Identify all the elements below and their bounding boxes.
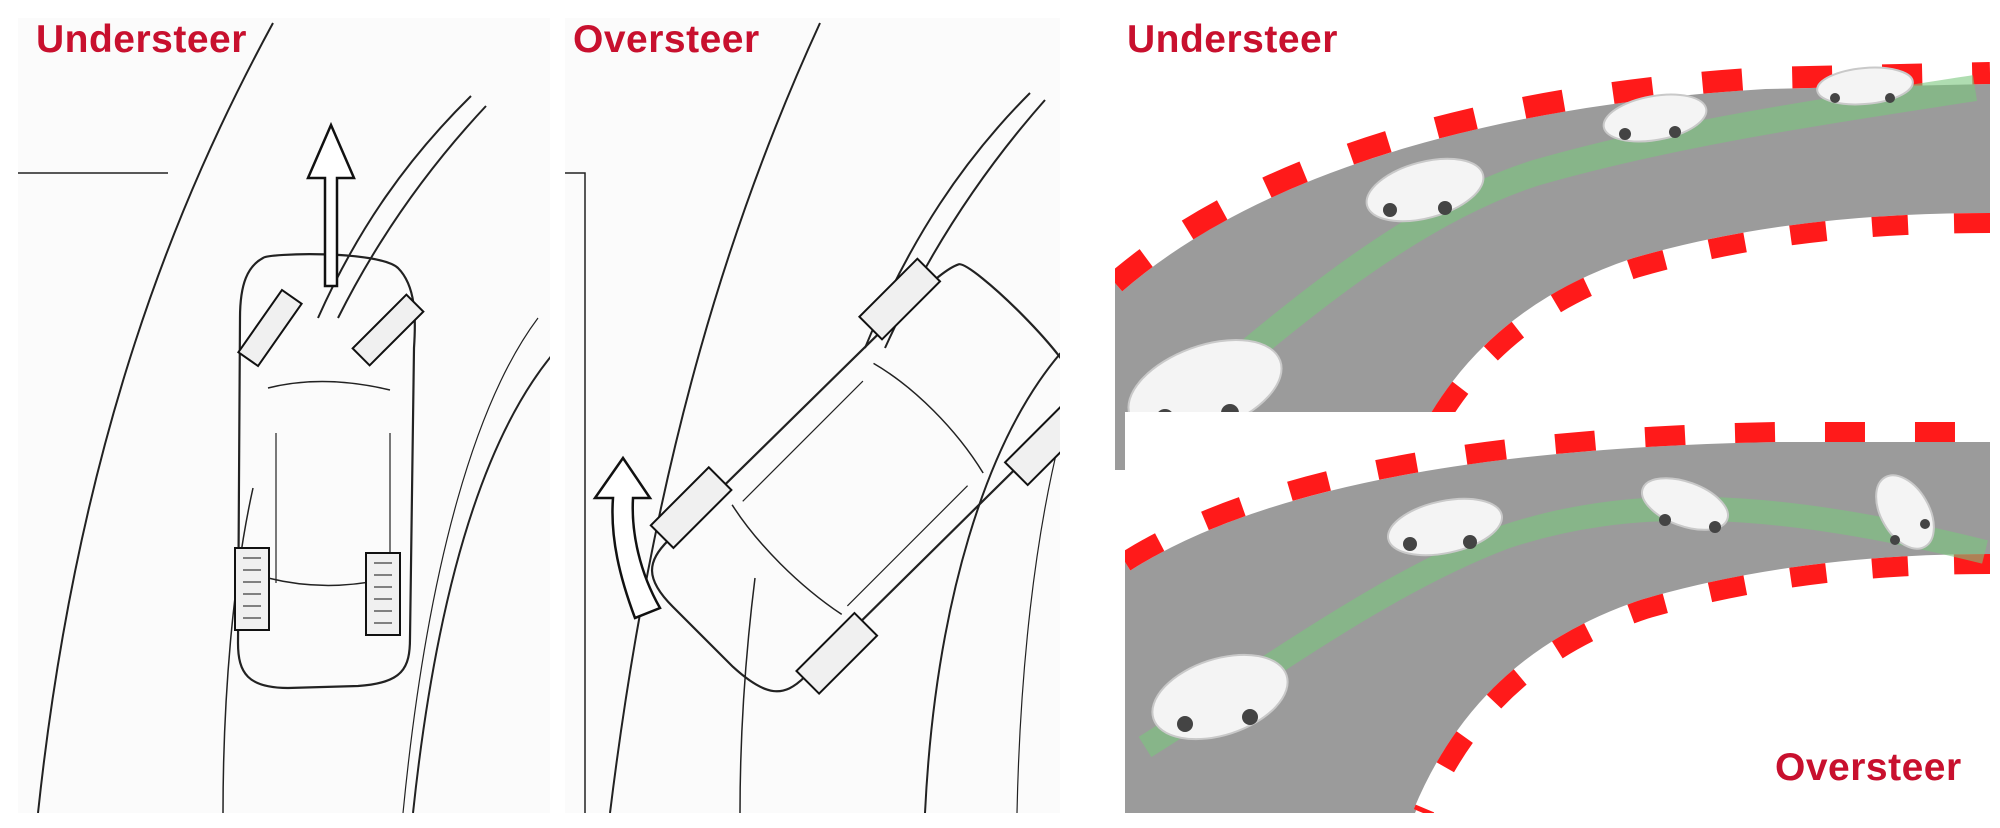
understeer-sketch-drawing <box>18 22 550 813</box>
understeer-track-render <box>1115 62 1990 470</box>
tyre-tread-marks <box>243 557 392 624</box>
oversteer-sketch-panel <box>565 18 1060 813</box>
understeer-sketch-panel <box>18 18 550 813</box>
understeer-render-label: Understeer <box>1127 18 1338 61</box>
oversteer-track-render <box>1125 422 1990 813</box>
understeer-sketch-label: Understeer <box>36 18 247 61</box>
road-outer-edge <box>37 22 274 813</box>
oversteer-render-label: Oversteer <box>1775 746 1962 789</box>
understeer-render-panel <box>1115 18 1990 470</box>
curved-slide-arrow-icon <box>592 455 662 620</box>
car-wheels <box>1177 514 1930 732</box>
road-inner-edge <box>412 356 550 813</box>
car-outline <box>236 253 416 690</box>
oversteer-render-panel <box>1125 412 1990 813</box>
outer-curb <box>1125 422 1990 571</box>
oversteer-sketch-drawing <box>565 22 1060 813</box>
straight-arrow-icon <box>306 121 356 288</box>
oversteer-sketch-label: Oversteer <box>573 18 760 61</box>
car-outline <box>649 257 1060 696</box>
